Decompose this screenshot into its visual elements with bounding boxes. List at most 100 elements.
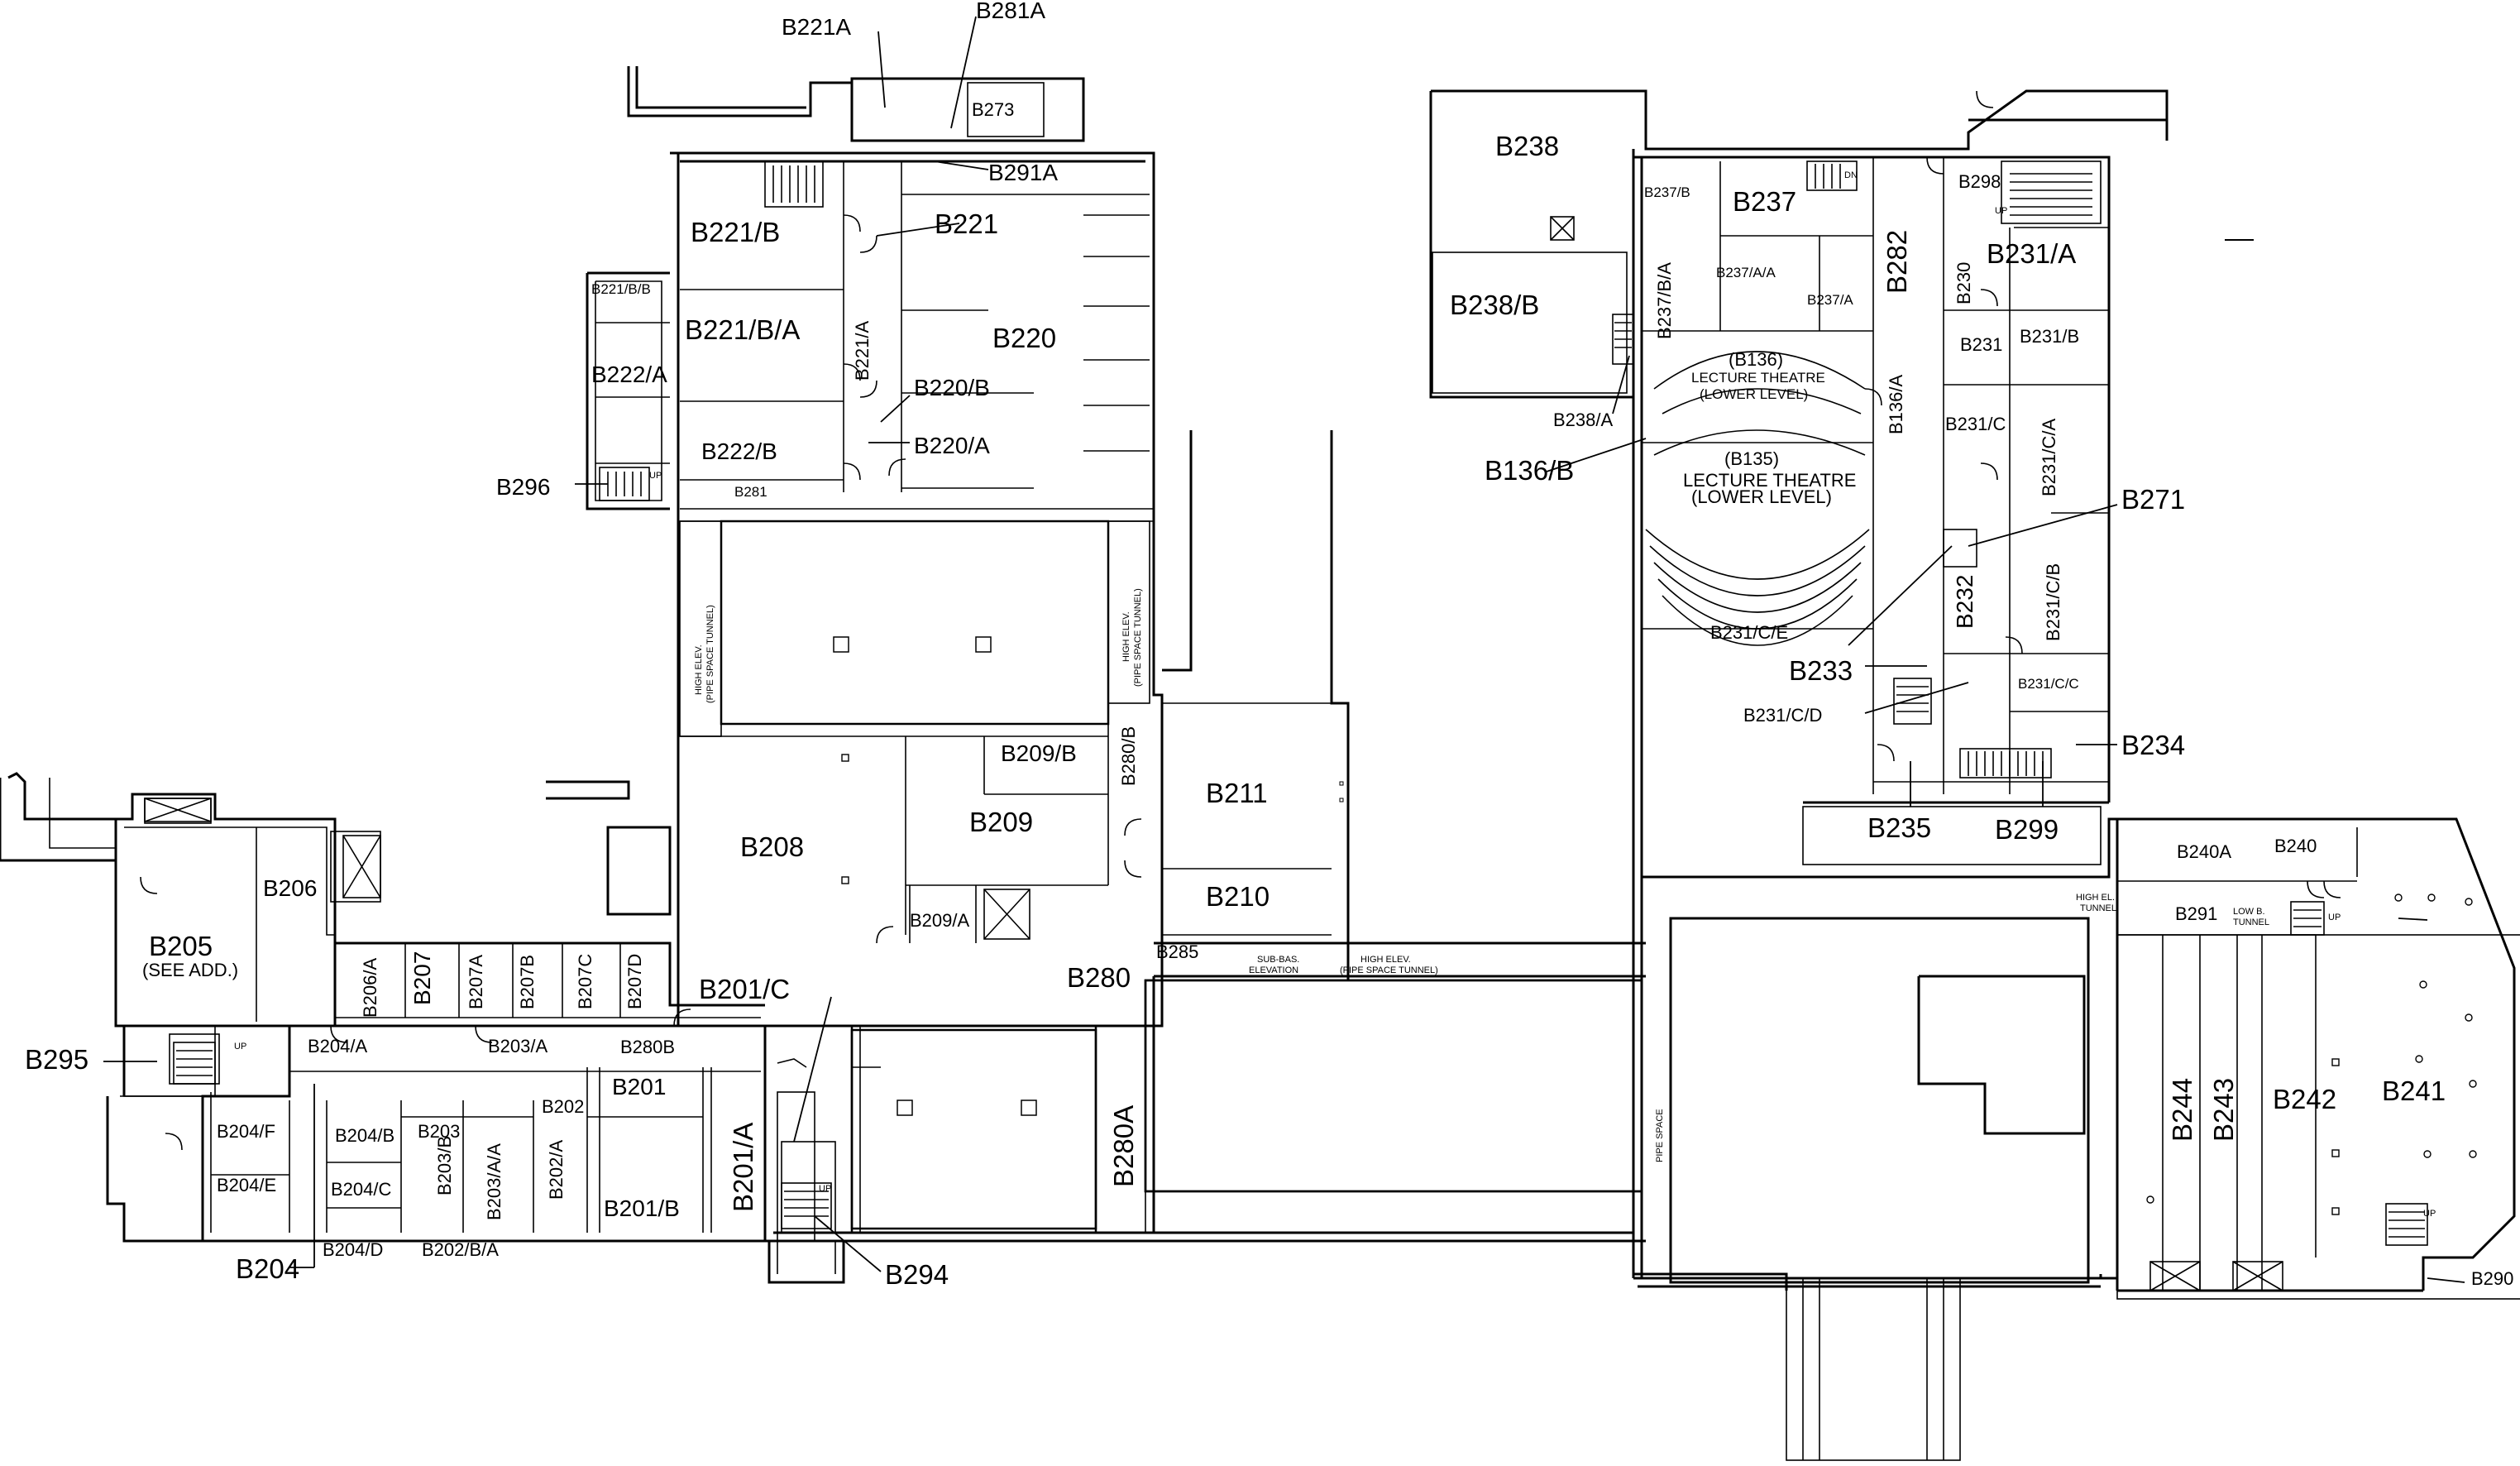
room-label: B238: [1495, 131, 1559, 161]
room-label: B207D: [624, 954, 645, 1009]
room-label: B237/A: [1807, 292, 1853, 308]
room-label: B203/A/A: [484, 1143, 504, 1220]
room-label: B231/C/E: [1710, 622, 1788, 643]
room-label: B235: [1867, 812, 1931, 843]
room-label: B271: [2121, 484, 2185, 515]
room-label: B240A: [2177, 841, 2231, 862]
room-label: B204/A: [308, 1036, 367, 1056]
door-swings: [140, 90, 2341, 1151]
room-label: B285: [1156, 941, 1198, 962]
note-label: UP: [649, 471, 662, 481]
room-label: B280A: [1108, 1105, 1139, 1187]
room-label: (B136): [1729, 349, 1783, 370]
room-label: B210: [1206, 881, 1270, 912]
room-label: B232: [1952, 575, 1977, 629]
room-label: B220/B: [914, 375, 990, 400]
room-label: B221/B: [691, 217, 780, 247]
room-label: B203/B: [434, 1136, 455, 1195]
room-label: B204: [236, 1253, 299, 1284]
room-label: B295: [25, 1044, 88, 1075]
room-label: B294: [885, 1259, 949, 1290]
stair-nw: [764, 160, 824, 208]
room-label: B206/A: [360, 958, 380, 1018]
room-label: B222/A: [591, 362, 667, 387]
room-label: B136/B: [1485, 455, 1574, 486]
room-label: B231/A: [1987, 238, 2076, 269]
stair-b294: [781, 1182, 832, 1229]
room-label: B291: [2175, 903, 2217, 924]
note-label: HIGH ELEV.: [1360, 955, 1411, 965]
room-label: B201/B: [604, 1195, 680, 1221]
room-label: B237/B: [1644, 184, 1690, 200]
room-label: B238/A: [1553, 410, 1613, 430]
room-label: B237: [1733, 186, 1796, 217]
room-label: B291A: [988, 160, 1058, 185]
room-label: B136/A: [1886, 375, 1906, 434]
note-label: HIGH ELEV.: [1121, 611, 1131, 662]
room-label: B241: [2382, 1076, 2446, 1106]
note-label: HIGH ELEV.: [694, 644, 704, 695]
room-label: B221/B/A: [685, 314, 800, 345]
stair-b238a: [1612, 314, 1634, 365]
room-label: B238/B: [1450, 290, 1539, 320]
note-label: HIGH EL.: [2076, 893, 2115, 903]
room-label: B207B: [517, 955, 538, 1009]
room-label: B231/C/A: [2039, 419, 2059, 496]
notes: HIGH ELEV. (PIPE SPACE TUNNEL) HIGH ELEV…: [234, 170, 2436, 1219]
note-label: (PIPE SPACE TUNNEL): [705, 605, 715, 703]
room-label: B242: [2273, 1084, 2336, 1114]
room-label: B203/A: [488, 1036, 548, 1056]
room-label: B201: [612, 1074, 666, 1100]
room-label: B280/B: [1118, 726, 1139, 786]
room-label: B280: [1067, 962, 1131, 993]
stair-b298: [2001, 160, 2102, 224]
note-label: ELEVATION: [1249, 965, 1298, 975]
room-label: B243: [2208, 1078, 2239, 1142]
room-label: B234: [2121, 730, 2185, 760]
room-label: LECTURE THEATRE: [1691, 370, 1825, 386]
room-label: B231: [1960, 334, 2002, 355]
room-label: B237/A/A: [1716, 265, 1776, 280]
room-label: B231/C: [1945, 414, 2006, 434]
room-label: (SEE ADD.): [142, 960, 238, 980]
walls: [0, 66, 2520, 1461]
room-label: B204/E: [217, 1175, 276, 1195]
room-label: B203: [418, 1121, 460, 1142]
room-label: B296: [496, 474, 550, 500]
note-label: TUNNEL: [2080, 903, 2116, 913]
room-label: B204/D: [323, 1239, 383, 1260]
room-label: B231/C/D: [1743, 705, 1822, 726]
room-label: B240: [2274, 836, 2317, 856]
note-label: UP: [2328, 913, 2341, 922]
stair-b295: [173, 1042, 216, 1085]
room-label: B201/A: [728, 1123, 758, 1212]
room-label: B280B: [620, 1037, 675, 1057]
room-label: (LOWER LEVEL): [1700, 386, 1808, 402]
room-label: B221: [935, 208, 998, 239]
room-label: B202/B/A: [422, 1239, 499, 1260]
stair-b237: [1806, 160, 1858, 191]
markers: [841, 239, 2477, 1215]
note-label: UP: [819, 1184, 831, 1194]
room-label: B221/A: [852, 321, 873, 381]
stair-b290: [2385, 1203, 2428, 1246]
note-label: UP: [2423, 1209, 2436, 1219]
room-label: B204/C: [331, 1179, 391, 1200]
room-label: B237/B/A: [1654, 262, 1675, 339]
stair-b299: [1959, 748, 2052, 779]
room-label: (B135): [1724, 448, 1779, 469]
room-label: B202/A: [546, 1140, 567, 1200]
room-label: B209/A: [910, 910, 969, 931]
stair-b291: [2290, 901, 2325, 936]
room-label: B202: [542, 1096, 584, 1117]
room-label: B207A: [466, 955, 486, 1009]
room-label: B231/B: [2020, 326, 2079, 347]
room-label: B208: [740, 831, 804, 862]
room-label: B204/F: [217, 1121, 275, 1142]
hatched-areas: [720, 520, 1643, 1230]
shafts: [144, 216, 2283, 1291]
room-label: B233: [1789, 655, 1853, 686]
room-label: (LOWER LEVEL): [1691, 486, 1832, 507]
note-label: UP: [234, 1042, 246, 1052]
